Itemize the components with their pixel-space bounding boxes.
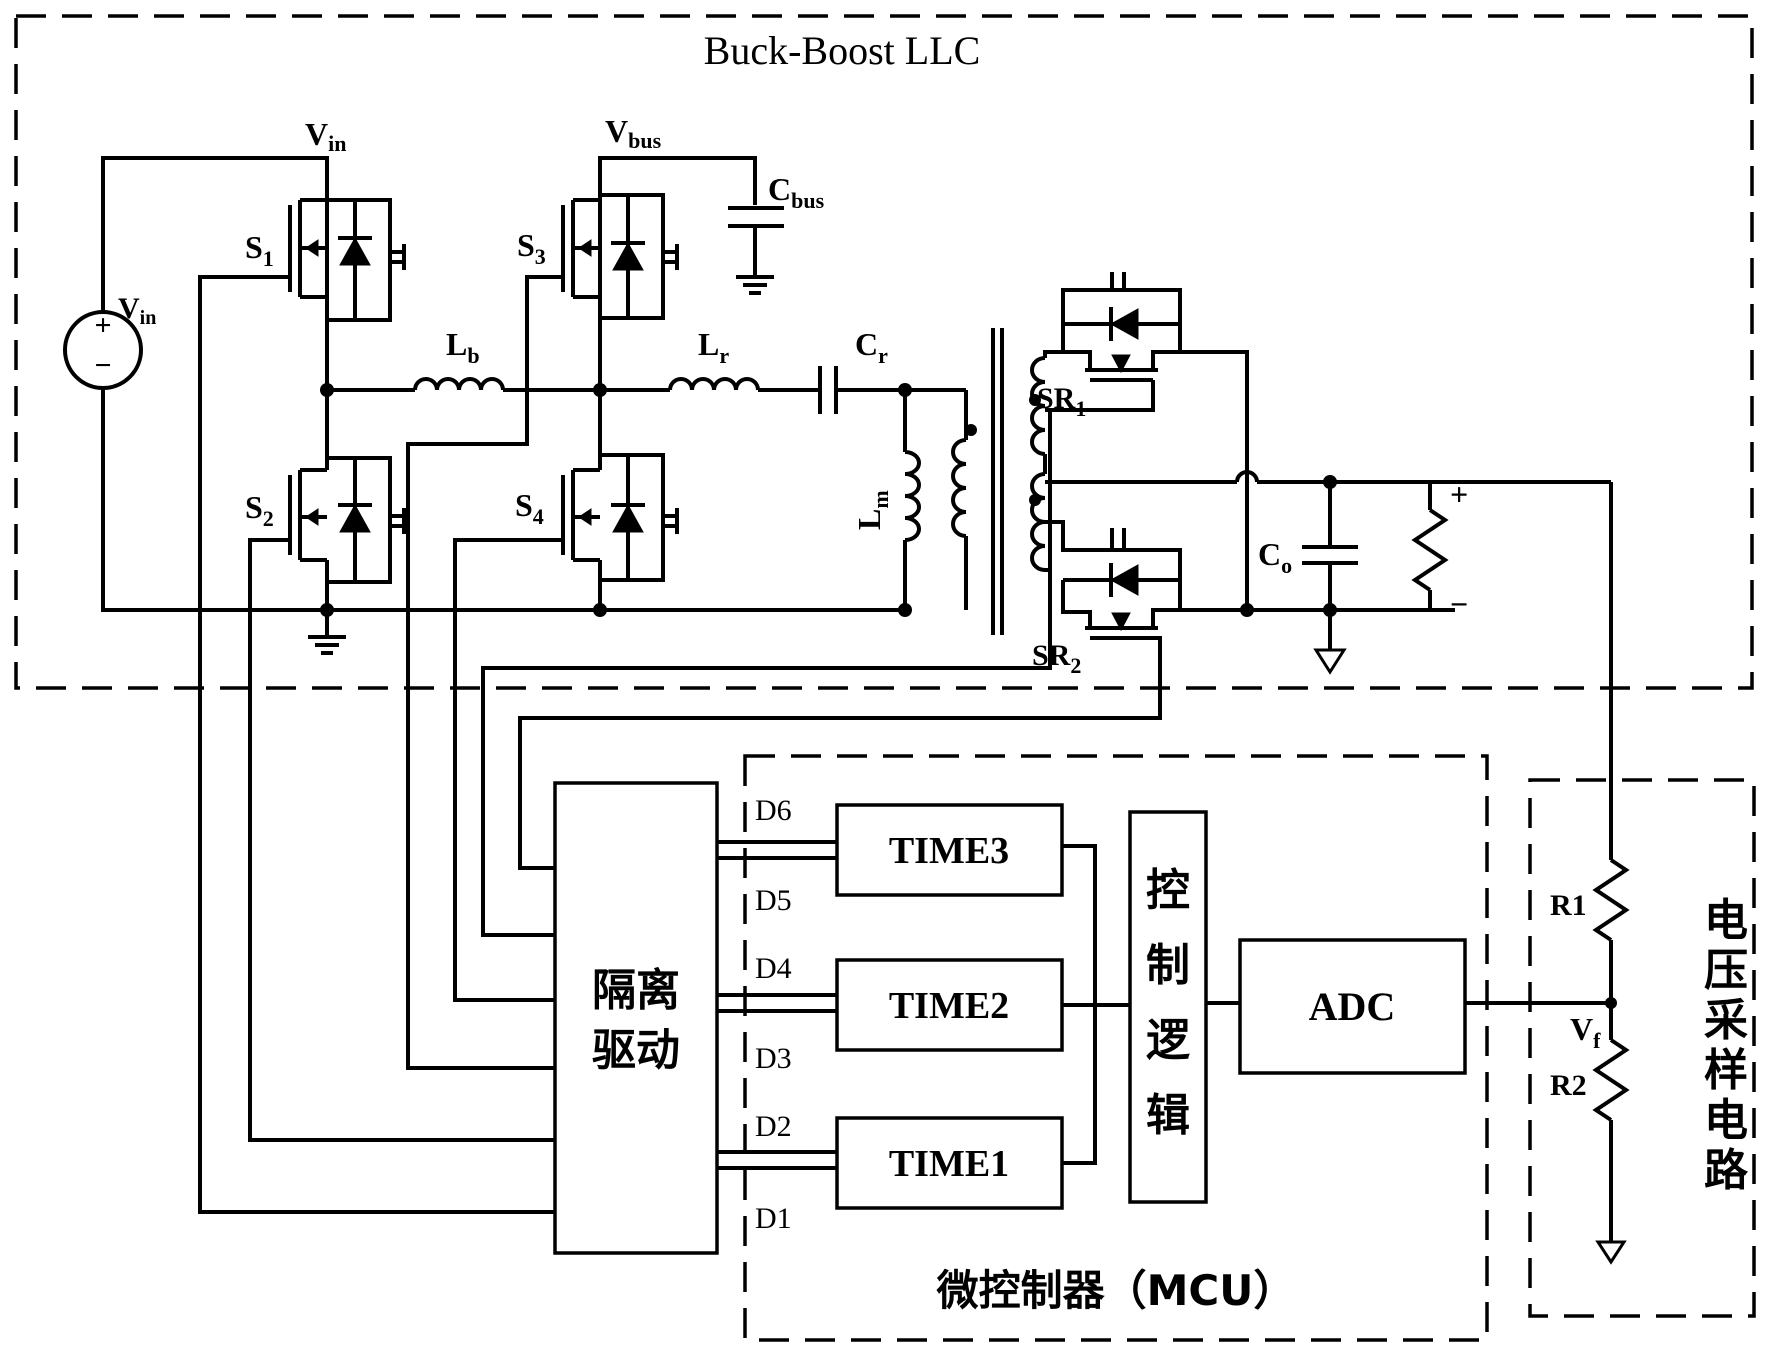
timer-time1 [835,1116,1064,1210]
mosfet-s3 [561,193,679,320]
ground-symbol-primary [308,610,346,655]
pin-d5: D5 [755,884,792,917]
load-resistor [1411,482,1449,610]
node-a [320,383,334,397]
lm-label: Lm [851,490,893,530]
sampling-title-2: 采 [1704,995,1748,1046]
output-ground-symbol [1313,610,1347,675]
r1-label: R1 [1550,889,1587,922]
capacitor-cr [818,366,838,414]
load-minus: − [1450,586,1468,622]
pwm-lines [717,840,837,1170]
capacitor-cbus [728,206,784,295]
sr1-label: SR1 [1037,382,1086,421]
sampling-title-4: 电 [1704,1095,1748,1146]
sr2-label: SR2 [1032,639,1081,678]
pin-d4: D4 [755,952,792,985]
mcu-boundary [743,754,1489,1342]
vin-rail [101,156,329,390]
adc-label: ADC [1309,984,1396,1029]
transformer-primary [951,390,977,610]
timer-time1-label: TIME1 [889,1143,1009,1185]
node-gnd-s4 [593,603,607,617]
transformer-core [991,328,1004,635]
gate-wire-sr1 [481,408,1052,937]
logic-char-0: 控 [1146,865,1190,916]
logic-char-1: 制 [1146,940,1190,991]
sampling-title-5: 路 [1704,1145,1749,1196]
lr-label: Lr [698,326,729,368]
pin-d6: D6 [755,794,792,827]
cr-label: Cr [855,326,888,368]
s4-label: S4 [515,487,544,529]
gate-wire-s3 [406,275,563,1070]
timer-time2 [835,958,1064,1052]
control-logic-block [1128,810,1208,1204]
pin-d2: D2 [755,1110,792,1143]
sampling-boundary [1528,778,1756,1318]
sampling-title-1: 压 [1704,945,1748,996]
ground-rail [101,388,905,612]
co-label: Co [1258,536,1292,578]
svg-text:+: + [94,309,111,342]
adc-block [1238,938,1467,1075]
gate-wire-sr2 [518,636,1162,870]
sampling-title-3: 样 [1704,1045,1748,1096]
vbus-rail [598,156,757,390]
mosfet-s2 [288,390,406,610]
gate-wire-s1 [198,275,555,1214]
driver-line1: 隔离 [592,965,680,1016]
s3-label: S3 [517,227,546,269]
node-out-gnd-1 [1240,603,1254,617]
vin-top-label: Vin [305,116,346,156]
cbus-label: Cbus [768,171,825,213]
sr2-rectifier [1045,520,1182,640]
svg-text:−: − [94,349,111,382]
gate-wire-s2 [248,538,555,1142]
vbus-label: Vbus [605,113,662,153]
inductor-lm [904,450,921,542]
pin-d3: D3 [755,1042,792,1075]
vin-source-label: Vin [118,292,156,329]
sampling-title-0: 电 [1704,895,1748,946]
timer-time2-label: TIME2 [889,985,1009,1027]
buck-boost-title: Buck-Boost LLC [704,28,981,73]
gate-wire-s4 [453,538,563,1002]
node-gnd-primary [320,603,334,617]
s1-label: S1 [245,229,274,271]
sr1-rectifier [1043,272,1249,610]
r2-label: R2 [1550,1069,1587,1102]
mcu-caption: 微控制器（MCU） [936,1266,1296,1315]
pin-d1: D1 [755,1202,792,1235]
s2-label: S2 [245,489,274,531]
driver-line2: 驱动 [592,1025,680,1076]
resistor-r2 [1592,1038,1630,1122]
lb-label: Lb [446,326,480,368]
mosfet-s1 [288,198,406,322]
sampling-ground-symbol [1595,1240,1627,1265]
mosfet-s4 [561,390,679,610]
logic-char-3: 辑 [1146,1090,1190,1141]
logic-char-2: 逻 [1146,1015,1190,1066]
timer-time3 [835,803,1064,897]
load-plus: + [1450,476,1468,512]
isolated-driver-block [553,781,719,1255]
node-lm-bottom [898,603,912,617]
vf-label: Vf [1570,1011,1601,1053]
capacitor-co [1302,482,1358,610]
inductor-lb [413,377,505,391]
timer-time3-label: TIME3 [889,830,1009,872]
resistor-r1 [1592,858,1630,942]
inductor-lr [668,377,760,391]
buck-boost-llc-boundary [14,14,1754,690]
